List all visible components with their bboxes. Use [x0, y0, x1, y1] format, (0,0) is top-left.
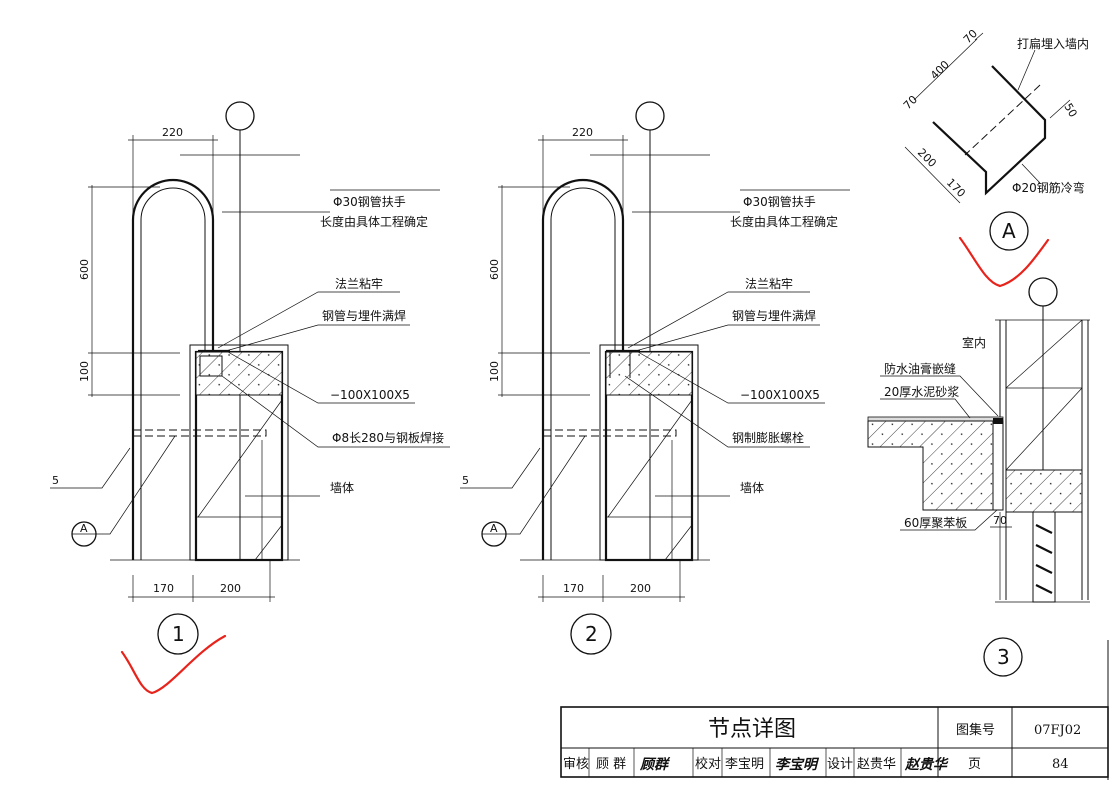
label-wall: 墙体	[740, 481, 764, 495]
dim-100: 100	[78, 361, 91, 382]
weld-size: 5	[52, 474, 59, 487]
label-plate: −100X100X5	[330, 388, 410, 402]
label-anchor: Φ8长280与钢板焊接	[332, 430, 444, 445]
axis-bubble	[635, 101, 665, 131]
drawing-title: 节点详图	[708, 717, 796, 742]
label-anchor-bolt: 钢制膨胀螺栓	[732, 430, 804, 445]
dim-70-top: 70	[961, 27, 980, 46]
section-ref-label: A	[490, 522, 498, 535]
detail-number-circle	[983, 637, 1023, 677]
detail-number: 1	[172, 622, 185, 646]
dim-200: 200	[915, 146, 939, 170]
design-label: 设计	[827, 757, 853, 772]
detail-number-circle	[570, 613, 612, 655]
detail-ref-circle	[989, 211, 1029, 251]
reviewer-signature: 顾群	[639, 756, 671, 773]
label-flange: 法兰粘牢	[745, 276, 793, 291]
detail-number: 3	[997, 645, 1010, 669]
label-handrail: Φ30钢管扶手	[333, 194, 406, 209]
red-markup	[958, 236, 1050, 288]
detail-3: 室内 防水油膏嵌缝 20厚水泥砂浆 60厚聚苯板 70 3	[867, 277, 1090, 677]
dim-170: 170	[944, 176, 968, 200]
label-polystyrene: 60厚聚苯板	[904, 516, 967, 530]
weld-size: 5	[462, 474, 469, 487]
label-flat-end: 打扁埋入墙内	[1017, 37, 1089, 51]
handrail-pipe	[131, 178, 215, 560]
detail-1: 220 600 100 Φ30钢管扶手 长度由具体工程确定 法兰粘牢 钢管与埋件…	[50, 101, 450, 695]
dim-220: 220	[162, 126, 183, 139]
page-number: 84	[1052, 757, 1069, 772]
dim-100: 100	[488, 361, 501, 382]
dim-70-left: 70	[901, 93, 920, 112]
label-mortar: 20厚水泥砂浆	[884, 384, 959, 399]
dim-170: 170	[563, 582, 584, 595]
detail-number-circle	[157, 613, 199, 655]
checker-name: 李宝明	[725, 757, 764, 772]
axis-bubble	[225, 101, 255, 131]
atlas-number: 07FJ02	[1034, 723, 1081, 738]
section-ref-label: A	[80, 522, 88, 535]
dim-200: 200	[220, 582, 241, 595]
dim-70: 70	[993, 514, 1007, 527]
check-label: 校对	[695, 756, 721, 772]
handrail-pipe	[541, 178, 625, 560]
title-block: 节点详图 图集号 07FJ02 审核 顾 群 顾群 校对 李宝明 李宝明 设计 …	[560, 706, 1109, 778]
reviewer-name: 顾 群	[596, 757, 626, 772]
detail-a-rebar: 70 400 70 50 200 170 打扁埋入墙内 Φ20钢筋冷弯 A	[901, 27, 1089, 288]
insulation-board	[992, 420, 1004, 511]
dim-170: 170	[153, 582, 174, 595]
detail-2: 220 600 100 Φ30钢管扶手 长度由具体工程确定 法兰粘牢 钢管与埋件…	[460, 101, 850, 655]
axis-bubble	[1028, 277, 1058, 307]
detail-number: 2	[585, 622, 598, 646]
dim-200: 200	[630, 582, 651, 595]
checker-signature: 李宝明	[775, 756, 820, 773]
page-label: 页	[968, 757, 981, 772]
label-length: 长度由具体工程确定	[730, 214, 838, 229]
atlas-label: 图集号	[956, 722, 995, 738]
label-sealant: 防水油膏嵌缝	[884, 361, 956, 376]
label-weld: 钢管与埋件满焊	[322, 308, 406, 323]
dim-400: 400	[928, 58, 952, 82]
label-flange: 法兰粘牢	[335, 276, 383, 291]
label-indoor: 室内	[962, 335, 986, 350]
label-rebar: Φ20钢筋冷弯	[1012, 180, 1085, 195]
designer-signature: 赵贵华	[904, 756, 949, 773]
dim-220: 220	[572, 126, 593, 139]
designer-name: 赵贵华	[857, 757, 896, 772]
label-wall: 墙体	[330, 481, 354, 495]
label-length: 长度由具体工程确定	[320, 214, 428, 229]
detail-ref: A	[1002, 219, 1016, 243]
dim-600: 600	[488, 259, 501, 280]
label-weld: 钢管与埋件满焊	[732, 308, 816, 323]
label-plate: −100X100X5	[740, 388, 820, 402]
rebar-shape	[932, 65, 1047, 196]
red-markup	[120, 634, 227, 695]
dim-600: 600	[78, 259, 91, 280]
dim-50: 50	[1061, 101, 1079, 120]
label-handrail: Φ30钢管扶手	[743, 194, 816, 209]
review-label: 审核	[563, 757, 589, 772]
